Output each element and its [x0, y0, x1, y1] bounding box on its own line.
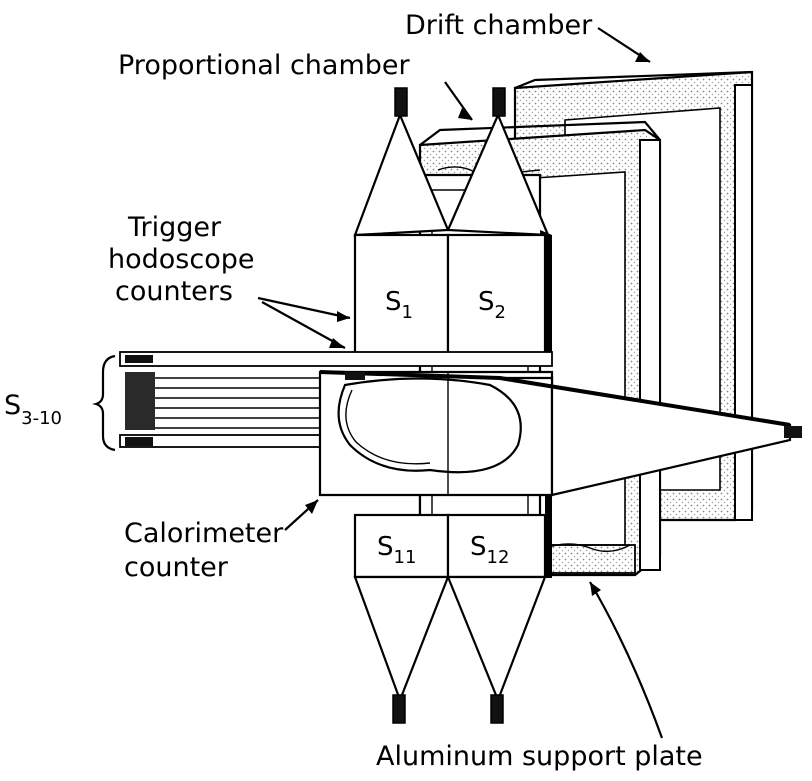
trigger-hodoscope-bars — [119, 351, 553, 448]
counter-s12-label: S12 — [470, 532, 509, 568]
label-trigger-line1: Trigger — [127, 212, 222, 243]
label-aluminum-plate: Aluminum support plate — [376, 741, 703, 772]
label-s-group: S3-10 — [4, 390, 62, 429]
label-trigger-line3: counters — [115, 276, 233, 307]
counter-s1-label: S1 — [385, 287, 413, 323]
s-group-brace — [92, 354, 116, 452]
counter-s2-label: S2 — [478, 287, 506, 323]
leader-arrows — [257, 27, 664, 739]
label-calorimeter-line1: Calorimeter — [124, 518, 284, 549]
counter-s11-label: S11 — [377, 532, 416, 568]
lower-light-guides — [353, 495, 552, 724]
label-drift-chamber: Drift chamber — [405, 10, 593, 41]
counter-s2 — [446, 233, 547, 357]
counter-s1 — [353, 233, 450, 357]
label-trigger-line2: hodoscope — [108, 244, 254, 275]
calorimeter-counter — [318, 370, 802, 497]
label-calorimeter-line2: counter — [124, 552, 229, 583]
label-proportional-chamber: Proportional chamber — [118, 50, 410, 81]
